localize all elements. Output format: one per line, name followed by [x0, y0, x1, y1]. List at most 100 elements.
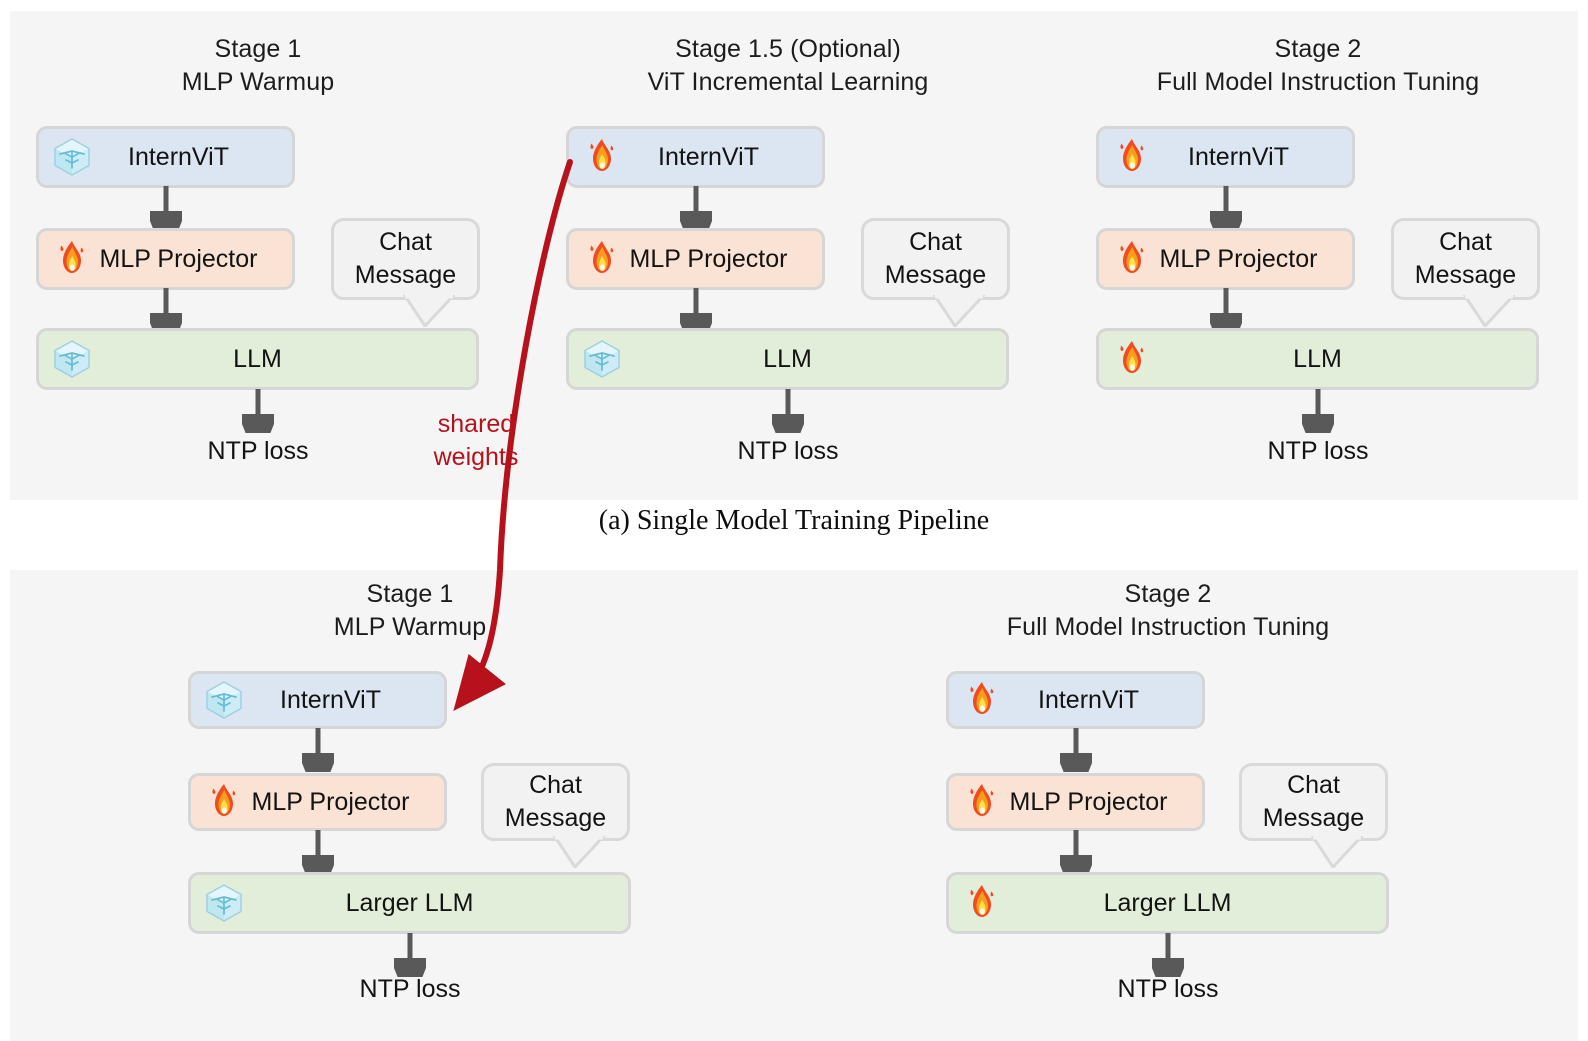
bubble-tail-icon	[403, 295, 455, 327]
arrow-llm-to-loss-bottom-1	[394, 933, 426, 977]
node-label: LLM	[233, 344, 282, 373]
bubble-line1: Chat	[529, 771, 582, 799]
fire-icon	[212, 784, 236, 816]
fire-icon	[970, 784, 994, 816]
node-mlp-projector-bottom-2[interactable]: MLP Projector	[946, 773, 1205, 831]
chat-message-bubble-top-1[interactable]: Chat Message	[331, 218, 480, 327]
stage-title-line2: ViT Incremental Learning	[647, 68, 929, 96]
arrow-mlp-to-llm-top-1	[150, 288, 182, 332]
frozen-snowflake-cube-icon	[206, 884, 242, 922]
loss-label-bottom-1: NTP loss	[359, 975, 461, 1003]
bubble-line2: Message	[354, 261, 457, 289]
node-internvit-bottom-2[interactable]: InternViT	[946, 671, 1205, 729]
bubble-text: Chat Message	[1415, 226, 1516, 292]
bubble-tail-icon	[1311, 836, 1363, 868]
stage-title-line1: Stage 2	[1124, 580, 1212, 608]
frozen-snowflake-cube-icon	[584, 340, 620, 378]
arrow-llm-to-loss-top-1	[242, 389, 274, 433]
fire-icon	[590, 241, 614, 273]
node-label: Larger LLM	[345, 888, 474, 917]
stage-title-line1: Stage 2	[1274, 35, 1362, 63]
arrow-vit-to-mlp-bottom-2	[1060, 728, 1092, 772]
loss-label-top-2: NTP loss	[737, 437, 839, 465]
arrow-llm-to-loss-top-3	[1302, 389, 1334, 433]
stage-title-top-1: Stage 1 MLP Warmup	[36, 33, 480, 99]
bubble-text: Chat Message	[885, 226, 986, 292]
arrow-mlp-to-llm-top-2	[680, 288, 712, 332]
arrow-llm-to-loss-top-2	[772, 389, 804, 433]
node-label: MLP Projector	[1009, 787, 1168, 816]
node-label: InternViT	[280, 685, 381, 714]
chat-message-bubble-bottom-1[interactable]: Chat Message	[481, 763, 630, 868]
node-llm-top-3[interactable]: LLM	[1096, 328, 1539, 390]
node-label: InternViT	[1038, 685, 1139, 714]
bubble-line2: Message	[1262, 804, 1365, 832]
node-larger-llm-bottom-2[interactable]: Larger LLM	[946, 872, 1389, 934]
node-internvit-top-2[interactable]: InternViT	[566, 126, 825, 188]
frozen-snowflake-cube-icon	[54, 138, 90, 176]
stage-title-line2: Full Model Instruction Tuning	[1156, 68, 1480, 96]
node-label: MLP Projector	[1159, 244, 1318, 273]
arrow-mlp-to-llm-bottom-2	[1060, 830, 1092, 874]
stage-title-top-2: Stage 1.5 (Optional) ViT Incremental Lea…	[566, 33, 1010, 99]
bubble-line1: Chat	[1287, 771, 1340, 799]
node-label: MLP Projector	[251, 787, 410, 816]
node-label: LLM	[763, 344, 812, 373]
stage-title-bottom-1: Stage 1 MLP Warmup	[188, 578, 632, 644]
fire-icon	[1120, 139, 1144, 171]
shared-weights-line1: shared	[437, 410, 515, 438]
chat-message-bubble-bottom-2[interactable]: Chat Message	[1239, 763, 1388, 868]
node-mlp-projector-bottom-1[interactable]: MLP Projector	[188, 773, 447, 831]
loss-label-bottom-2: NTP loss	[1117, 975, 1219, 1003]
shared-weights-annotation: shared weights	[421, 408, 531, 474]
loss-label-top-1: NTP loss	[207, 437, 309, 465]
fire-icon	[1120, 341, 1144, 373]
loss-label-top-3: NTP loss	[1267, 437, 1369, 465]
arrow-vit-to-mlp-top-1	[150, 186, 182, 230]
bubble-text: Chat Message	[355, 226, 456, 292]
node-mlp-projector-top-3[interactable]: MLP Projector	[1096, 228, 1355, 290]
node-label: InternViT	[658, 142, 759, 171]
fire-icon	[970, 885, 994, 917]
arrow-mlp-to-llm-bottom-1	[302, 830, 334, 874]
arrow-vit-to-mlp-bottom-1	[302, 728, 334, 772]
stage-title-top-3: Stage 2 Full Model Instruction Tuning	[1096, 33, 1540, 99]
stage-title-line1: Stage 1	[366, 580, 454, 608]
chat-message-bubble-top-3[interactable]: Chat Message	[1391, 218, 1540, 327]
node-mlp-projector-top-1[interactable]: MLP Projector	[36, 228, 295, 290]
bubble-line2: Message	[504, 804, 607, 832]
stage-title-line2: Full Model Instruction Tuning	[1006, 613, 1330, 641]
node-internvit-bottom-1[interactable]: InternViT	[188, 671, 447, 729]
bubble-text: Chat Message	[1263, 769, 1364, 835]
chat-message-bubble-top-2[interactable]: Chat Message	[861, 218, 1010, 327]
node-label: MLP Projector	[99, 244, 258, 273]
bubble-tail-icon	[553, 836, 605, 868]
node-internvit-top-3[interactable]: InternViT	[1096, 126, 1355, 188]
node-internvit-top-1[interactable]: InternViT	[36, 126, 295, 188]
frozen-snowflake-cube-icon	[206, 681, 242, 719]
bubble-line2: Message	[884, 261, 987, 289]
arrow-llm-to-loss-bottom-2	[1152, 933, 1184, 977]
node-label: MLP Projector	[629, 244, 788, 273]
node-llm-top-2[interactable]: LLM	[566, 328, 1009, 390]
figure-caption-a: (a) Single Model Training Pipeline	[598, 505, 990, 536]
arrow-mlp-to-llm-top-3	[1210, 288, 1242, 332]
arrow-vit-to-mlp-top-3	[1210, 186, 1242, 230]
fire-icon	[590, 139, 614, 171]
bubble-line2: Message	[1414, 261, 1517, 289]
bubble-line1: Chat	[909, 228, 962, 256]
bubble-line1: Chat	[1439, 228, 1492, 256]
stage-title-line1: Stage 1	[214, 35, 302, 63]
bubble-text: Chat Message	[505, 769, 606, 835]
stage-title-bottom-2: Stage 2 Full Model Instruction Tuning	[946, 578, 1390, 644]
stage-title-line1: Stage 1.5 (Optional)	[675, 35, 901, 63]
arrow-vit-to-mlp-top-2	[680, 186, 712, 230]
fire-icon	[970, 682, 994, 714]
bubble-tail-icon	[933, 295, 985, 327]
frozen-snowflake-cube-icon	[54, 340, 90, 378]
shared-weights-line2: weights	[433, 443, 519, 471]
node-llm-top-1[interactable]: LLM	[36, 328, 479, 390]
node-mlp-projector-top-2[interactable]: MLP Projector	[566, 228, 825, 290]
fire-icon	[60, 241, 84, 273]
node-larger-llm-bottom-1[interactable]: Larger LLM	[188, 872, 631, 934]
